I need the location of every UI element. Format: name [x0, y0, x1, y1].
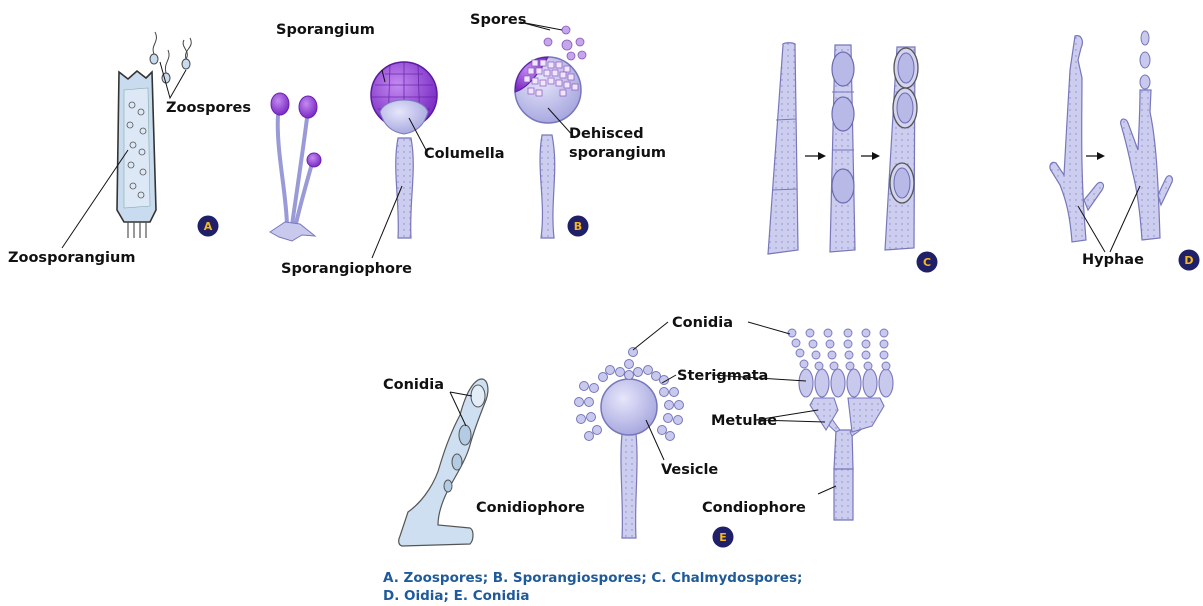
svg-text:C: C	[923, 256, 931, 269]
zoospores-figure	[150, 32, 191, 83]
chlamydospores-figure	[768, 43, 918, 254]
arrow-icon	[861, 152, 880, 160]
label-metulae: Metulae	[711, 413, 777, 429]
badge-b: B	[568, 216, 589, 237]
svg-text:A: A	[204, 220, 213, 233]
badge-c: C	[917, 252, 938, 273]
arrow-icon	[805, 152, 826, 160]
svg-text:E: E	[719, 531, 727, 544]
label-dehisced: Dehisced	[569, 126, 644, 142]
conidia-chain-figure	[399, 379, 488, 546]
aspergillus-figure	[575, 348, 684, 539]
label-conidiophore: Conidiophore	[476, 500, 585, 516]
badge-a: A	[198, 216, 219, 237]
svg-text:B: B	[574, 220, 582, 233]
arrow-icon	[1086, 152, 1105, 160]
label-zoosporangium: Zoosporangium	[8, 250, 135, 266]
oidia-figure	[1050, 31, 1173, 242]
label-conidia-left: Conidia	[383, 377, 444, 393]
label-columella: Columella	[424, 146, 505, 162]
badge-d: D	[1179, 250, 1200, 271]
label-dehisced-sporangium: sporangium	[569, 145, 666, 161]
label-hyphae: Hyphae	[1082, 252, 1144, 268]
caption-line-2: D. Oidia; E. Conidia	[383, 588, 530, 604]
badge-e: E	[713, 527, 734, 548]
label-zoospores: Zoospores	[166, 100, 251, 116]
label-conidia-top: Conidia	[672, 315, 733, 331]
label-sterigmata: Sterigmata	[677, 368, 768, 384]
label-spores: Spores	[470, 12, 526, 28]
svg-text:D: D	[1184, 254, 1193, 267]
label-sporangiophore: Sporangiophore	[281, 261, 412, 277]
penicillium-figure	[788, 329, 893, 520]
sporangiophore-cluster	[270, 93, 321, 241]
label-vesicle: Vesicle	[661, 462, 718, 478]
label-sporangium: Sporangium	[276, 22, 375, 38]
leader-lines	[62, 22, 1140, 494]
zoosporangium-figure	[117, 71, 156, 238]
label-condiophore: Condiophore	[702, 500, 806, 516]
caption-line-1: A. Zoospores; B. Sporangiospores; C. Cha…	[383, 570, 802, 586]
